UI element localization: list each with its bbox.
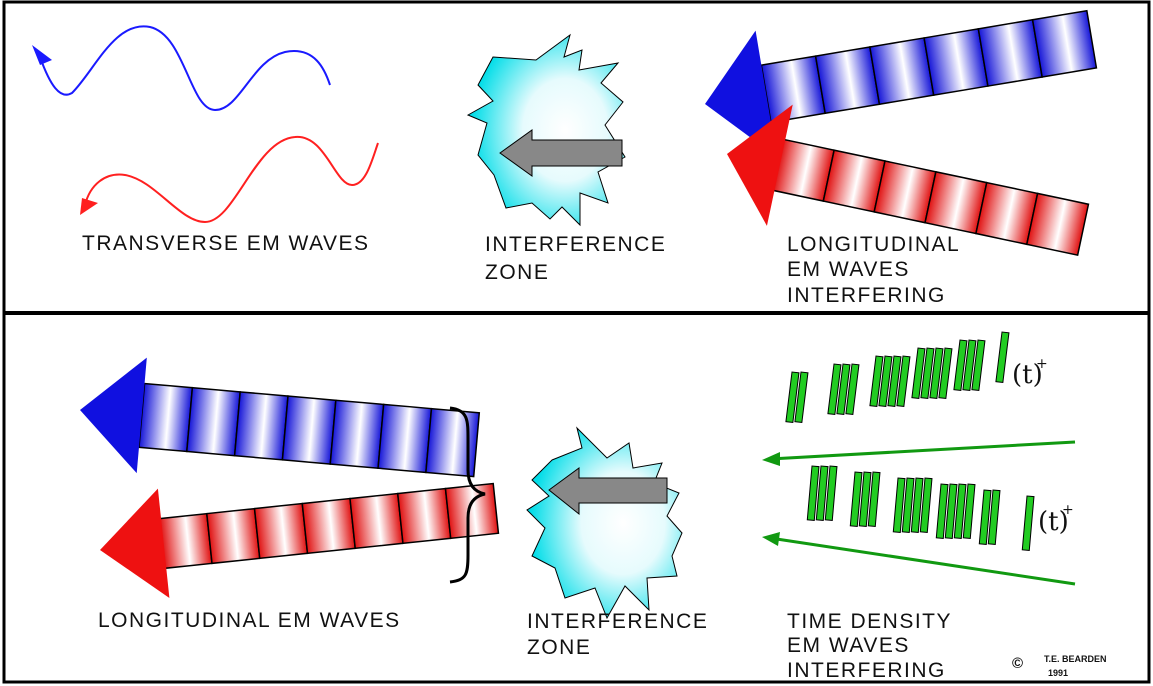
time-sup-upper: + xyxy=(1036,356,1048,372)
time-density-bar xyxy=(867,471,881,527)
green-line-lower xyxy=(769,536,1076,586)
arrow-segment xyxy=(1025,192,1090,257)
time-density-bar xyxy=(827,363,842,416)
time-density-bar xyxy=(911,347,926,400)
time-density-bar xyxy=(978,489,992,545)
time-density-bar xyxy=(869,355,884,408)
time-density-bar xyxy=(815,465,829,521)
time-density-label-2: EM WAVES xyxy=(787,634,910,657)
time-density-bar xyxy=(1021,495,1035,551)
blue-longitudinal-arrow-top xyxy=(705,9,1098,157)
arrow-segment xyxy=(233,391,289,461)
arrow-segment xyxy=(760,55,827,124)
top-panel: TRANSVERSE EM WAVES INTERFERENCE ZONE LO… xyxy=(32,9,1098,307)
longitudinal-label-top-3: INTERFERING xyxy=(787,284,946,307)
arrow-segment xyxy=(377,403,433,474)
time-density-bar xyxy=(836,363,851,416)
time-density-label-1: TIME DENSITY xyxy=(787,610,952,633)
time-density-bar xyxy=(901,477,915,533)
interference-zone-label-bottom-2: ZONE xyxy=(527,636,591,659)
time-density-bar xyxy=(806,465,820,521)
blue-transverse-wave xyxy=(39,25,331,112)
interference-burst-top xyxy=(466,33,626,227)
time-symbol-upper: (t) xyxy=(1012,360,1043,390)
arrow-segment xyxy=(868,37,935,106)
green-bars-upper xyxy=(785,331,1010,424)
time-density-bar xyxy=(919,477,933,533)
longitudinal-em-waves-label: LONGITUDINAL EM WAVES xyxy=(98,609,401,632)
blue-wave-arrowhead xyxy=(32,45,52,65)
time-density-bar xyxy=(892,477,906,533)
arrow-segment xyxy=(396,487,452,545)
time-density-bar xyxy=(849,471,863,527)
time-density-bar xyxy=(824,465,838,521)
arrow-segment xyxy=(253,502,309,560)
time-density-bar xyxy=(929,347,944,400)
time-density-bar xyxy=(962,483,976,539)
time-symbol-lower: (t) xyxy=(1038,507,1069,537)
time-density-bar xyxy=(785,371,800,424)
interference-arrow-top xyxy=(499,129,623,177)
year-credit: 1991 xyxy=(1048,668,1068,678)
arrow-segment xyxy=(923,27,989,96)
time-density-bar xyxy=(962,339,977,392)
arrow-segment xyxy=(138,382,194,453)
interference-zone-label-top-2: ZONE xyxy=(485,261,549,284)
arrow-segment xyxy=(329,399,385,470)
interference-zone-label-bottom-1: INTERFERENCE xyxy=(527,610,708,633)
copyright-symbol: © xyxy=(1012,655,1023,672)
green-bars-lower xyxy=(806,465,1035,551)
arrow-segment xyxy=(205,507,261,565)
interference-zone-label-top-1: INTERFERENCE xyxy=(485,233,666,256)
transverse-em-waves-label: TRANSVERSE EM WAVES xyxy=(82,232,370,255)
longitudinal-label-top-1: LONGITUDINAL xyxy=(787,233,960,256)
arrow-segment xyxy=(977,18,1044,87)
time-density-bar xyxy=(794,371,809,424)
arrow-segment xyxy=(281,395,337,465)
bottom-panel: (t) + (t) + LONGITUDINAL EM WAVES INTERF… xyxy=(80,331,1107,682)
arrow-segment xyxy=(1031,9,1098,78)
blue-longitudinal-arrow-bottom xyxy=(80,357,481,478)
time-density-bar xyxy=(910,477,924,533)
arrow-segment xyxy=(301,497,357,555)
time-density-bar xyxy=(878,355,893,408)
red-wave-arrowhead xyxy=(80,198,98,215)
time-density-label-3: INTERFERING xyxy=(787,659,946,682)
red-longitudinal-arrow-bottom xyxy=(100,482,500,599)
time-density-bar xyxy=(845,363,860,416)
time-density-bar xyxy=(920,347,935,400)
time-density-bar xyxy=(971,339,986,392)
arrow-segment xyxy=(349,492,404,550)
time-sup-lower: + xyxy=(1062,502,1074,518)
time-density-bar xyxy=(944,483,958,539)
time-density-bar xyxy=(938,347,953,400)
green-arrowhead-lower xyxy=(762,532,780,546)
arrow-segment xyxy=(158,512,213,570)
red-longitudinal-arrow-top xyxy=(727,104,1090,257)
interference-arrow-bottom xyxy=(548,467,668,516)
time-density-bar xyxy=(953,339,968,392)
time-density-bar xyxy=(858,471,872,527)
green-line-upper xyxy=(769,440,1076,461)
author-credit: T.E. BEARDEN xyxy=(1044,654,1107,664)
interference-burst-bottom xyxy=(526,426,683,620)
red-transverse-wave xyxy=(84,135,379,224)
green-arrowhead-upper xyxy=(762,452,780,466)
time-density-bar xyxy=(935,483,949,539)
curly-brace xyxy=(449,406,486,584)
arrow-segment xyxy=(425,407,481,478)
time-density-bar xyxy=(953,483,967,539)
arrow-segment xyxy=(444,482,500,540)
time-density-bar xyxy=(987,489,1001,545)
time-density-bar xyxy=(995,331,1010,384)
time-density-bar xyxy=(887,355,902,408)
longitudinal-label-top-2: EM WAVES xyxy=(787,258,910,281)
arrow-segment xyxy=(814,46,881,115)
time-density-bar xyxy=(896,355,911,408)
arrow-segment xyxy=(185,386,242,457)
